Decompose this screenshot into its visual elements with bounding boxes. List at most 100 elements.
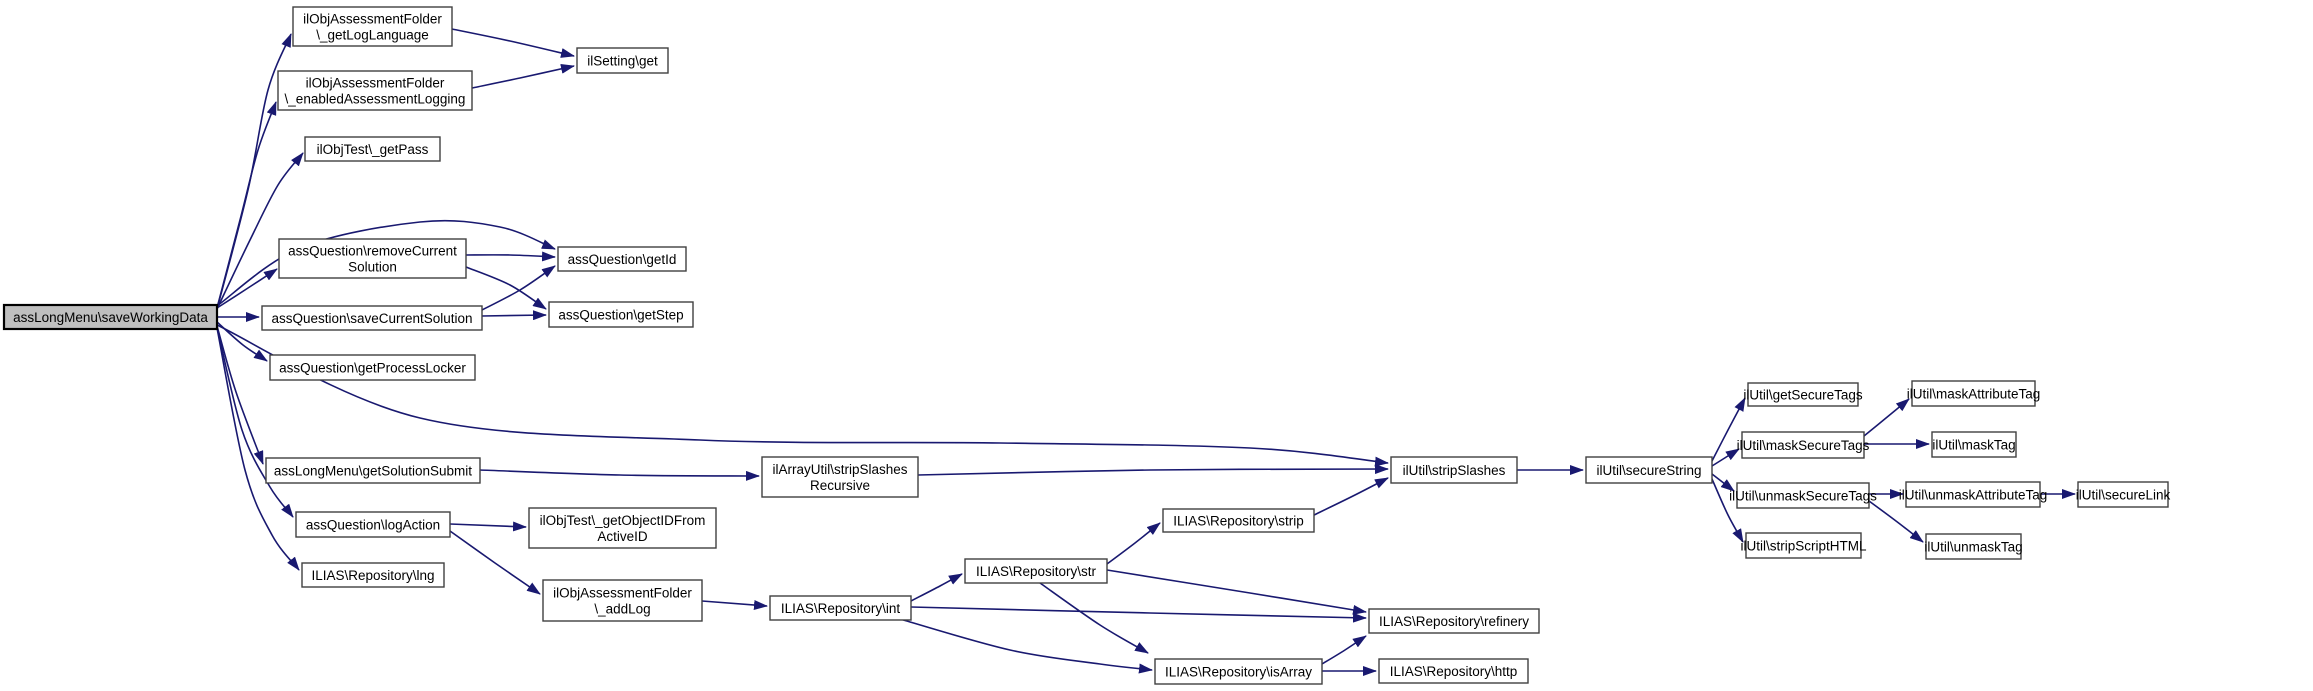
- node-label-getObjectIDFromActiveID-line1: ilObjTest\_getObjectIDFrom: [540, 513, 706, 528]
- node-stripSlashes[interactable]: ilUtil\stripSlashes: [1390, 456, 1518, 484]
- node-repoIsArray[interactable]: ILIAS\Repository\isArray: [1154, 658, 1323, 685]
- node-repoStr[interactable]: ILIAS\Repository\str: [964, 558, 1108, 584]
- node-box-ilSettingGet: [576, 47, 669, 74]
- node-label-getPass: ilObjTest\_getPass: [317, 142, 429, 157]
- node-repoInt[interactable]: ILIAS\Repository\int: [769, 595, 912, 621]
- edge-logAction-addLog: [449, 530, 541, 595]
- edge-saveCurrentSolution-getStep: [481, 310, 547, 321]
- node-lng[interactable]: ILIAS\Repository\lng: [301, 562, 445, 588]
- node-label-stripSlashesRecursive-line2: Recursive: [810, 478, 870, 493]
- edge-unmaskSecureTags-unmaskTag: [1868, 500, 1924, 543]
- edge-repoInt-repoStr: [910, 573, 963, 602]
- node-getLogLanguage[interactable]: ilObjAssessmentFolder\_getLogLanguage: [292, 6, 453, 47]
- node-label-repoHttp: ILIAS\Repository\http: [1390, 664, 1518, 679]
- node-label-maskSecureTags: ilUtil\maskSecureTags: [1737, 438, 1870, 453]
- node-box-stripScriptHTML: [1745, 532, 1862, 559]
- node-label-stripSlashes: ilUtil\stripSlashes: [1403, 463, 1506, 478]
- edge-saveWorkingData-removeCurrentSolution: [216, 268, 278, 309]
- node-secureString[interactable]: ilUtil\secureString: [1585, 456, 1713, 484]
- node-label-repoIsArray: ILIAS\Repository\isArray: [1165, 665, 1312, 680]
- node-label-getStep: assQuestion\getStep: [558, 308, 683, 323]
- node-repoRefinery[interactable]: ILIAS\Repository\refinery: [1368, 608, 1540, 634]
- edge-secureString-unmaskSecureTags: [1711, 473, 1735, 492]
- node-box-unmaskAttributeTag: [1905, 481, 2041, 508]
- edge-saveWorkingData-lng: [216, 327, 300, 571]
- node-logAction[interactable]: assQuestion\logAction: [295, 511, 451, 538]
- node-unmaskAttributeTag[interactable]: ilUtil\unmaskAttributeTag: [1899, 481, 2048, 508]
- edges-layer: [216, 28, 2076, 676]
- node-label-getId: assQuestion\getId: [568, 252, 677, 267]
- node-getId[interactable]: assQuestion\getId: [557, 246, 687, 272]
- node-label-unmaskSecureTags: ilUtil\unmaskSecureTags: [1729, 489, 1877, 504]
- edge-repoStr-repoRefinery: [1106, 569, 1367, 615]
- node-box-repoStr: [964, 558, 1108, 584]
- node-saveWorkingData[interactable]: assLongMenu\saveWorkingData: [2, 303, 219, 331]
- edge-saveWorkingData-stripSlashes: [216, 324, 1389, 467]
- node-box-removeCurrentSolution: [278, 238, 467, 279]
- node-box-maskAttributeTag: [1911, 380, 2036, 407]
- node-box-secureLink: [2077, 481, 2169, 508]
- node-stripScriptHTML[interactable]: ilUtil\stripScriptHTML: [1740, 532, 1867, 559]
- node-label-removeCurrentSolution-line2: Solution: [348, 260, 397, 275]
- node-label-unmaskAttributeTag: ilUtil\unmaskAttributeTag: [1899, 488, 2048, 503]
- node-box-getStep: [548, 301, 694, 328]
- edge-removeCurrentSolution-getId: [465, 251, 556, 262]
- node-getSolutionSubmit[interactable]: assLongMenu\getSolutionSubmit: [265, 457, 481, 484]
- edge-stripSlashesRecursive-stripSlashes: [917, 464, 1389, 476]
- node-enabledAssessmentLogging[interactable]: ilObjAssessmentFolder\_enabledAssessment…: [277, 70, 473, 111]
- node-box-getId: [557, 246, 687, 272]
- node-label-repoStrip: ILIAS\Repository\strip: [1173, 514, 1304, 529]
- node-maskAttributeTag[interactable]: ilUtil\maskAttributeTag: [1907, 380, 2041, 407]
- node-label-repoStr: ILIAS\Repository\str: [976, 564, 1097, 579]
- node-maskTag[interactable]: ilUtil\maskTag: [1931, 431, 2017, 458]
- node-box-logAction: [295, 511, 451, 538]
- node-box-unmaskTag: [1925, 533, 2022, 560]
- node-addLog[interactable]: ilObjAssessmentFolder\_addLog: [542, 579, 703, 622]
- edge-repoStr-repoIsArray: [1039, 582, 1149, 654]
- node-box-getLogLanguage: [292, 6, 453, 47]
- node-label-ilSettingGet: ilSetting\get: [587, 54, 658, 69]
- node-label-getProcessLocker: assQuestion\getProcessLocker: [279, 361, 466, 376]
- node-saveCurrentSolution[interactable]: assQuestion\saveCurrentSolution: [261, 305, 483, 331]
- node-repoHttp[interactable]: ILIAS\Repository\http: [1378, 658, 1529, 684]
- node-label-enabledAssessmentLogging-line2: \_enabledAssessmentLogging: [285, 92, 466, 107]
- node-box-getSecureTags: [1747, 382, 1859, 407]
- node-box-repoStrip: [1162, 508, 1315, 533]
- edge-repoIsArray-repoRefinery: [1321, 635, 1367, 665]
- node-getStep[interactable]: assQuestion\getStep: [548, 301, 694, 328]
- node-getSecureTags[interactable]: ilUtil\getSecureTags: [1743, 382, 1863, 407]
- edge-getSolutionSubmit-stripSlashesRecursive: [479, 469, 760, 481]
- node-box-getSolutionSubmit: [265, 457, 481, 484]
- node-ilSettingGet[interactable]: ilSetting\get: [576, 47, 669, 74]
- node-box-repoIsArray: [1154, 658, 1323, 685]
- node-unmaskTag[interactable]: ilUtil\unmaskTag: [1924, 533, 2023, 560]
- node-box-addLog: [542, 579, 703, 622]
- node-label-secureString: ilUtil\secureString: [1596, 463, 1701, 478]
- edge-saveWorkingData-logAction: [216, 326, 294, 518]
- edge-secureString-stripScriptHTML: [1711, 478, 1744, 543]
- node-label-logAction: assQuestion\logAction: [306, 518, 440, 533]
- node-label-maskAttributeTag: ilUtil\maskAttributeTag: [1907, 387, 2041, 402]
- node-box-maskTag: [1931, 431, 2017, 458]
- node-label-getSecureTags: ilUtil\getSecureTags: [1743, 388, 1863, 403]
- edge-addLog-repoInt: [701, 600, 768, 610]
- node-box-secureString: [1585, 456, 1713, 484]
- edge-saveWorkingData-getPass: [216, 152, 304, 310]
- node-label-maskTag: ilUtil\maskTag: [1932, 438, 2015, 453]
- node-maskSecureTags[interactable]: ilUtil\maskSecureTags: [1737, 431, 1870, 459]
- node-label-addLog-line1: ilObjAssessmentFolder: [553, 586, 692, 601]
- node-box-getProcessLocker: [269, 354, 476, 381]
- node-box-saveCurrentSolution: [261, 305, 483, 331]
- node-getProcessLocker[interactable]: assQuestion\getProcessLocker: [269, 354, 476, 381]
- node-box-maskSecureTags: [1741, 431, 1865, 459]
- node-unmaskSecureTags[interactable]: ilUtil\unmaskSecureTags: [1729, 482, 1877, 509]
- node-label-removeCurrentSolution-line1: assQuestion\removeCurrent: [288, 244, 457, 259]
- nodes-layer: assLongMenu\saveWorkingData ilObjAssessme…: [2, 6, 2171, 685]
- node-getPass[interactable]: ilObjTest\_getPass: [304, 136, 441, 162]
- node-repoStrip[interactable]: ILIAS\Repository\strip: [1162, 508, 1315, 533]
- node-secureLink[interactable]: ilUtil\secureLink: [2076, 481, 2171, 508]
- node-label-repoInt: ILIAS\Repository\int: [781, 601, 901, 616]
